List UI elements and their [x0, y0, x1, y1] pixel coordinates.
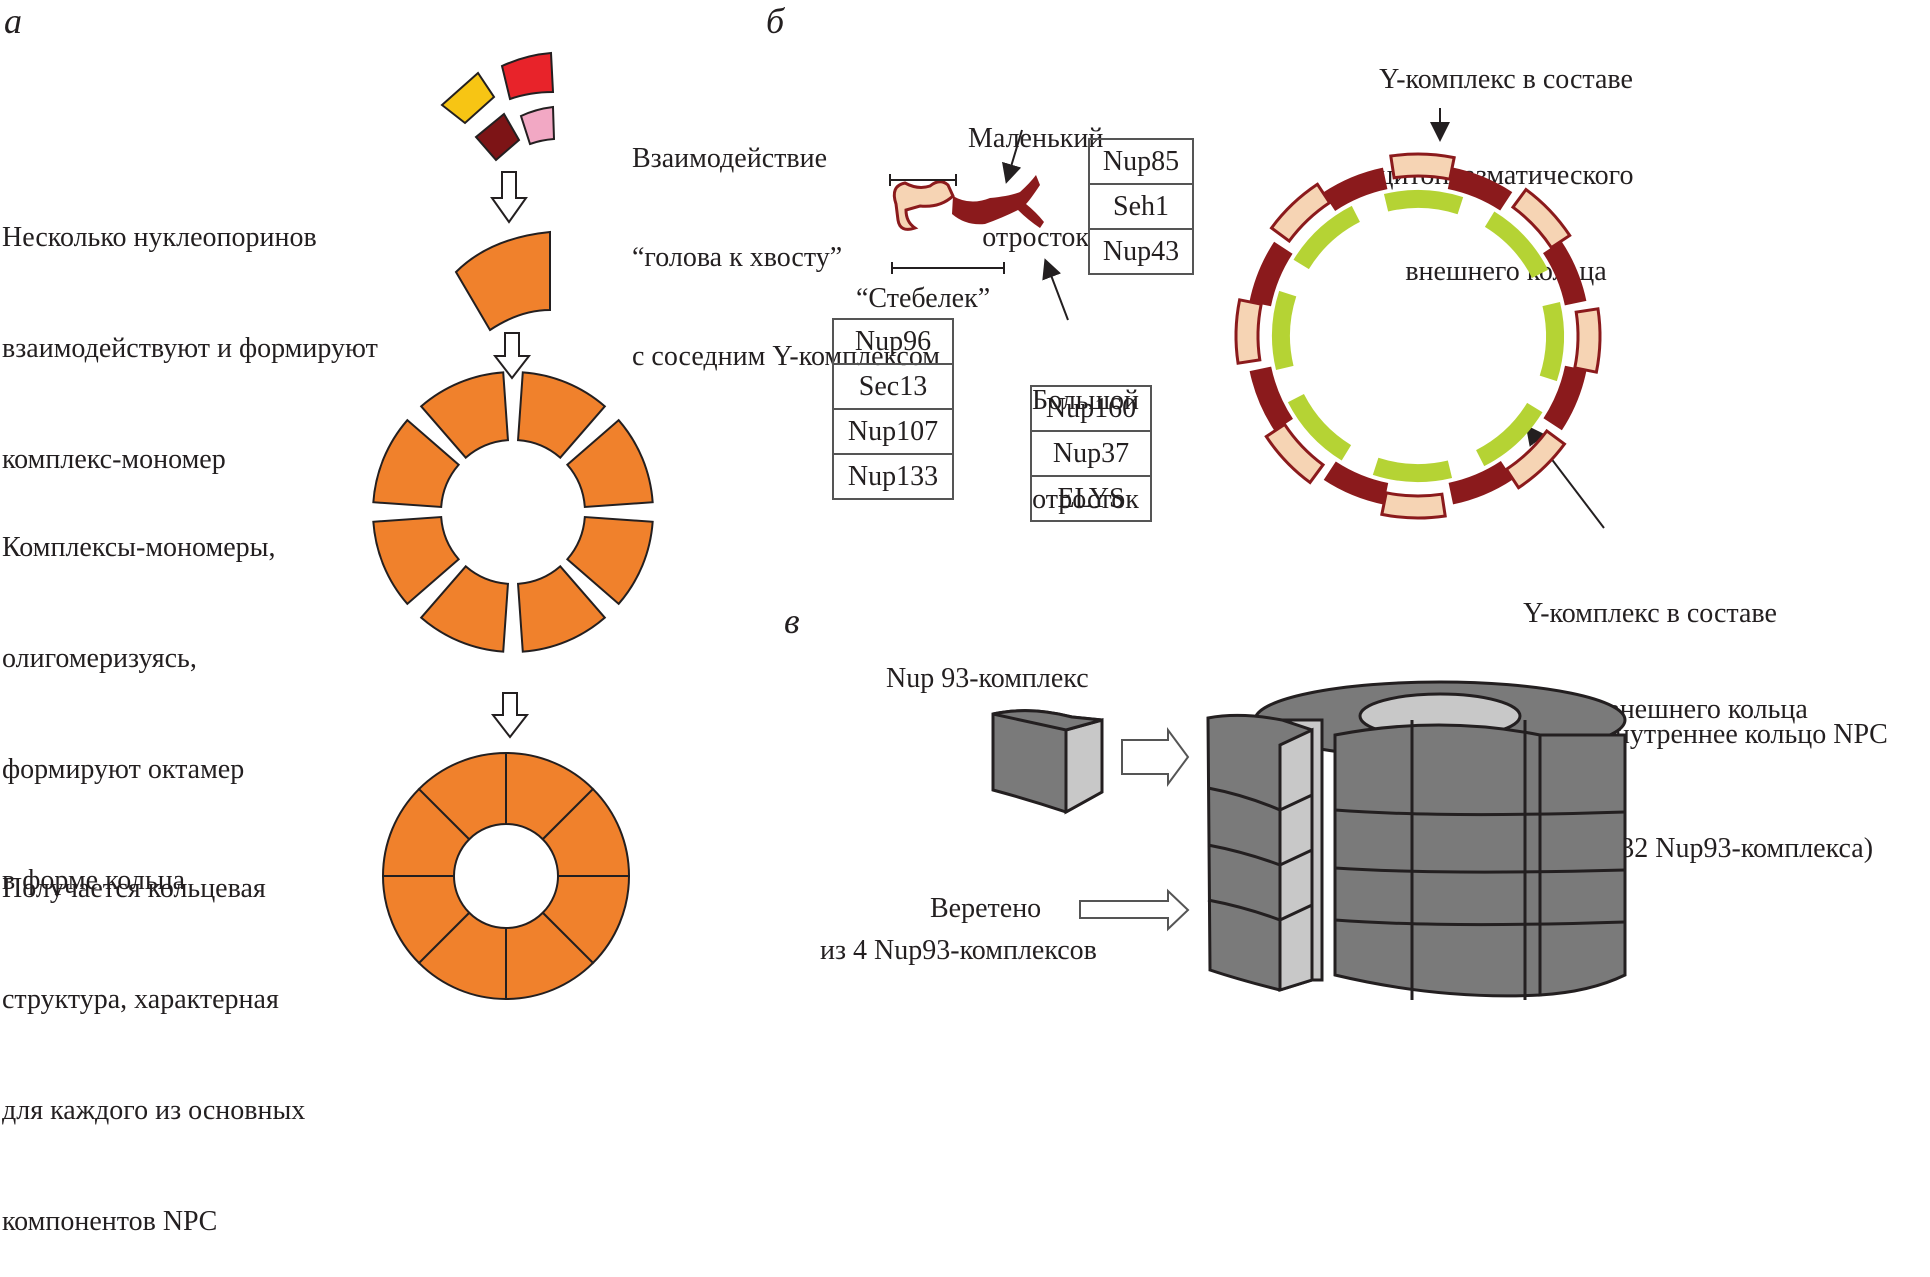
cyto-y-complex-head [1447, 167, 1513, 211]
octamer-ring [372, 371, 654, 653]
cyto-y-complex-tail [1380, 491, 1447, 520]
cyto-y-complex-tail [1269, 182, 1332, 244]
label-line: “голова к хвосту” [632, 242, 843, 273]
right-arrow-icon [1079, 726, 1190, 932]
figure-graphics [372, 51, 1627, 1001]
nucleoporin-yellow [440, 71, 496, 125]
full-ring [381, 751, 631, 1001]
octamer-segment [419, 564, 510, 653]
octamer-segment [372, 418, 461, 509]
label-line: Маленький [968, 123, 1104, 154]
nuclear-y-complex [1372, 457, 1453, 483]
nup-cell: Nup37 [1030, 430, 1152, 477]
small-arm-label: Маленький отросток [968, 56, 1103, 287]
label-line: Y-комплекс в составе [1379, 64, 1633, 95]
step1-line: комплекс-мономер [2, 444, 226, 475]
stem-label: “Стебелек” [856, 283, 991, 314]
step2-line: формируют октамер [2, 754, 245, 785]
label-line: Взаимодействие [632, 143, 828, 174]
cyto-y-complex-head [1543, 240, 1587, 306]
y-complex-single [892, 175, 1044, 231]
step3-line: компонентов NPC [2, 1206, 218, 1237]
cyto-y-complex-tail [1234, 298, 1263, 365]
nup-cell: Nup85 [1088, 138, 1194, 185]
step3-line: для каждого из основных [2, 1095, 306, 1126]
step1-line: Несколько нуклеопоринов [2, 222, 317, 253]
nuclear-y-complex [1383, 190, 1464, 215]
nucleoporin-pink [519, 105, 556, 146]
nucleoporin-pieces [440, 51, 556, 162]
nuclear-y-complex [1476, 402, 1543, 467]
cyto-y-complex-head [1249, 366, 1293, 432]
label-line: Y-комплекс в составе [1523, 598, 1777, 629]
step2-line: в форме кольца [2, 865, 186, 896]
cyto-y-complex-tail [1573, 307, 1602, 374]
nup-cell: Nup96 [832, 318, 954, 365]
octamer-segment [565, 515, 654, 606]
nuclear-y-complex [1272, 290, 1297, 371]
octamer-segment [372, 515, 461, 606]
spindle-label-line2: из 4 Nup93-комплексов [820, 935, 1097, 966]
cyto-y-complex-tail [1504, 428, 1567, 490]
cyto-y-complex-head [1448, 461, 1514, 505]
octamer-segment [419, 371, 510, 460]
scale-bars [889, 174, 1005, 274]
cyto-y-complex-tail [1389, 152, 1456, 181]
down-arrow-icon [490, 171, 532, 739]
large-arm-nup-table: Nup160 Nup37 ELYS [1030, 385, 1152, 522]
inner-ring-cylinder [1206, 680, 1627, 1000]
nup93-label: Nup 93-комплекс [886, 663, 1089, 694]
spindle-label-line1: Веретено [930, 893, 1042, 924]
cyto-y-complex-head [1249, 241, 1293, 307]
cyto-y-complex-head [1322, 167, 1388, 211]
step2-line: Комплексы-мономеры, [2, 532, 276, 563]
stem-nup-table: Nup96 Sec13 Nup107 Nup133 [832, 318, 954, 500]
nup-cell: Nup43 [1088, 228, 1194, 275]
nup-cell: Nup133 [832, 453, 954, 500]
nuclear-y-complex [1287, 394, 1352, 461]
step2-line: олигомеризуясь, [2, 643, 197, 674]
nup-cell: Seh1 [1088, 183, 1194, 230]
nuclear-y-complex [1293, 205, 1360, 270]
nup-cell: ELYS [1030, 475, 1152, 522]
panel-a-letter: а [4, 1, 22, 41]
nuclear-y-complex [1484, 211, 1549, 278]
cyto-y-complex-head [1543, 365, 1587, 431]
octamer-segment [516, 371, 607, 460]
nup-cell: Sec13 [832, 363, 954, 410]
nucleoporin-red [500, 51, 555, 101]
monomer-piece [454, 230, 551, 332]
nuclear-y-complex [1539, 301, 1564, 382]
step1-text: Несколько нуклеопоринов взаимодействуют … [2, 145, 378, 515]
nup-cell: Nup160 [1030, 385, 1152, 432]
step1-line: взаимодействуют и формируют [2, 333, 378, 364]
cyto-y-complex-head [1323, 461, 1389, 505]
panel-c-letter: в [784, 601, 800, 641]
nup93-block [991, 709, 1104, 815]
y-complex-ring [1234, 152, 1602, 520]
small-arm-nup-table: Nup85 Seh1 Nup43 [1088, 138, 1194, 275]
octamer-segment [516, 564, 607, 653]
step2-text: Комплексы-мономеры, олигомеризуясь, форм… [2, 455, 275, 936]
ring-segment [417, 751, 507, 841]
label-line: отросток [982, 222, 1090, 253]
step3-line: Получается кольцевая [2, 873, 266, 904]
panel-b-letter: б [766, 1, 785, 41]
nucleoporin-darkred [474, 112, 521, 162]
octamer-segment [565, 418, 654, 509]
nup-cell: Nup107 [832, 408, 954, 455]
